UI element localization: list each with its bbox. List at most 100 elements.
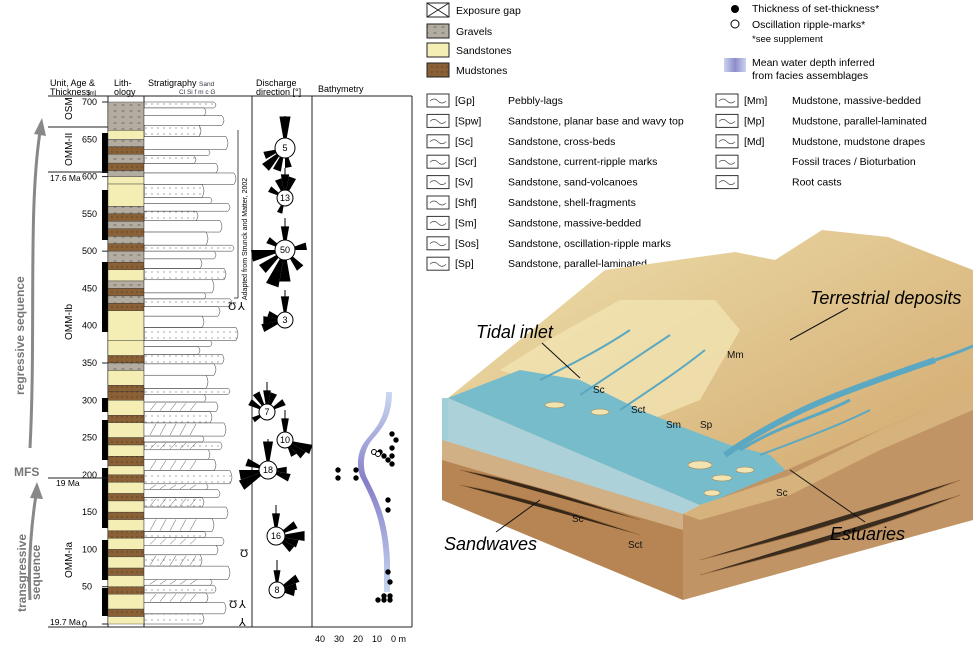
depth-tick-label: 550 xyxy=(82,209,97,219)
lith-bed-sand xyxy=(107,176,145,185)
thickness-dot-icon xyxy=(731,5,739,13)
facies-swatch xyxy=(426,113,450,128)
rose-petal xyxy=(262,441,274,470)
age-17-6: 17.6 Ma xyxy=(50,173,81,183)
facies-label: Sandstone, oscillation-ripple marks xyxy=(508,238,671,250)
depth-tick-label: 450 xyxy=(82,283,97,293)
facies-label: Mudstone, massive-bedded xyxy=(792,95,921,107)
rose-petal xyxy=(279,116,291,148)
set-thickness-dot xyxy=(387,597,393,603)
strat-bed xyxy=(143,155,197,164)
mfs-label: MFS xyxy=(14,465,39,479)
rose-petal xyxy=(276,530,305,542)
strat-bed xyxy=(143,115,225,126)
lith-bed-mud xyxy=(107,493,145,502)
rose-center xyxy=(268,581,286,599)
block-sc-2: Sc xyxy=(572,514,584,525)
facies-code: [Scr] xyxy=(455,156,477,168)
lith-bed-gravel xyxy=(107,206,145,215)
bathy-tick-label: 30 xyxy=(334,634,344,644)
block-sct-1: Sct xyxy=(631,405,646,416)
depth-tick-label: 150 xyxy=(82,507,97,517)
unit-omm-ii: OMM-II xyxy=(64,133,75,166)
strat-bed xyxy=(143,459,217,471)
strat-bed xyxy=(143,258,203,269)
mudstones-swatch xyxy=(426,62,450,78)
set-thickness-dot xyxy=(385,457,391,463)
rose-petal xyxy=(263,316,285,324)
lith-bed-sand xyxy=(107,575,145,587)
north-arrow-label: N xyxy=(264,395,269,402)
lith-bed-mud xyxy=(107,530,145,539)
set-thickness-dot xyxy=(381,597,387,603)
rose-count: 3 xyxy=(282,315,287,325)
ages: 17.6 Ma 19 Ma 19.7 Ma xyxy=(48,126,108,627)
header-discharge-2: direction [°] xyxy=(256,87,301,97)
legend-gravels: Gravels xyxy=(456,26,492,38)
facies-swatch xyxy=(426,154,450,169)
tidal-inlet-label: Tidal inlet xyxy=(476,322,554,342)
lith-bed-gravel xyxy=(107,139,145,147)
estuaries-label: Estuaries xyxy=(830,524,905,544)
set-thickness-dot xyxy=(353,475,359,481)
strat-bed xyxy=(143,411,213,424)
header-lith-2: ology xyxy=(114,87,136,97)
rose-center xyxy=(276,311,294,329)
stratigraphy-column xyxy=(143,101,239,625)
legend-thickness: Thickness of set-thickness* xyxy=(752,3,879,15)
lith-bed-mud xyxy=(107,228,145,237)
rose-count: 5 xyxy=(282,143,287,153)
depth-tick-label: 700 xyxy=(82,97,97,107)
depth-tick-label: 350 xyxy=(82,358,97,368)
strat-bed xyxy=(143,584,217,594)
facies-label: Sandstone, planar base and wavy top xyxy=(508,115,684,127)
depth-tick-label: 650 xyxy=(82,134,97,144)
set-thickness-dot xyxy=(335,475,341,481)
rose-petal xyxy=(280,226,290,250)
strat-bed xyxy=(143,602,227,615)
header-lith-1: Lith- xyxy=(114,78,132,88)
strat-bed xyxy=(143,306,221,317)
transgressive-label-1: transgressive xyxy=(15,534,29,612)
strat-bed xyxy=(143,268,227,281)
lith-bed-mud xyxy=(107,456,145,467)
lith-bed-mud xyxy=(107,437,145,446)
root-cast-symbol-1: ⅄ xyxy=(237,301,245,313)
rose-count: 16 xyxy=(271,531,281,541)
rose-diagram: 13N xyxy=(268,168,296,214)
facies-swatch xyxy=(426,256,450,271)
strat-bed xyxy=(143,401,219,412)
strat-bed xyxy=(143,470,233,485)
strat-bed xyxy=(143,292,207,300)
age-19: 19 Ma xyxy=(56,478,80,488)
facies-label: Mudstone, mudstone drapes xyxy=(792,136,925,148)
rose-count: 18 xyxy=(263,465,273,475)
lith-bed-mud xyxy=(107,385,145,392)
lith-bed-mud xyxy=(107,391,145,401)
facies-swatch xyxy=(715,113,739,128)
facies-swatch xyxy=(715,93,739,108)
north-arrow-label: N xyxy=(282,423,287,430)
mean-water-depth-curve xyxy=(357,392,392,592)
north-arrow-label: N xyxy=(282,303,287,310)
rose-diagram: 8N xyxy=(268,560,300,599)
rose-count: 7 xyxy=(264,407,269,417)
header-grain-bot: Cl Si f m c G xyxy=(179,89,215,96)
rose-diagram: 7N xyxy=(248,382,286,423)
rose-center xyxy=(276,189,294,207)
estuary-channel xyxy=(723,357,936,458)
strat-bed xyxy=(143,136,229,150)
transgressive-label-2: sequence xyxy=(29,544,43,600)
legend-water-2: from facies assemblages xyxy=(752,70,868,82)
set-thickness-dot xyxy=(385,569,391,575)
bathy-tick-label: 0 m xyxy=(391,634,406,644)
lith-bed-mud xyxy=(107,162,145,171)
lith-bed-sand xyxy=(107,465,145,476)
facies-label: Fossil traces / Bioturbation xyxy=(792,156,916,168)
unit-labels: OSM OMM-II OMM-Ib OMM-Ia xyxy=(64,97,75,578)
strat-bed xyxy=(143,374,209,389)
unit-omm-ib: OMM-Ib xyxy=(64,303,75,340)
header-unit-1: Unit, Age & xyxy=(50,78,95,88)
rose-count: 8 xyxy=(274,585,279,595)
rose-center xyxy=(276,431,294,449)
